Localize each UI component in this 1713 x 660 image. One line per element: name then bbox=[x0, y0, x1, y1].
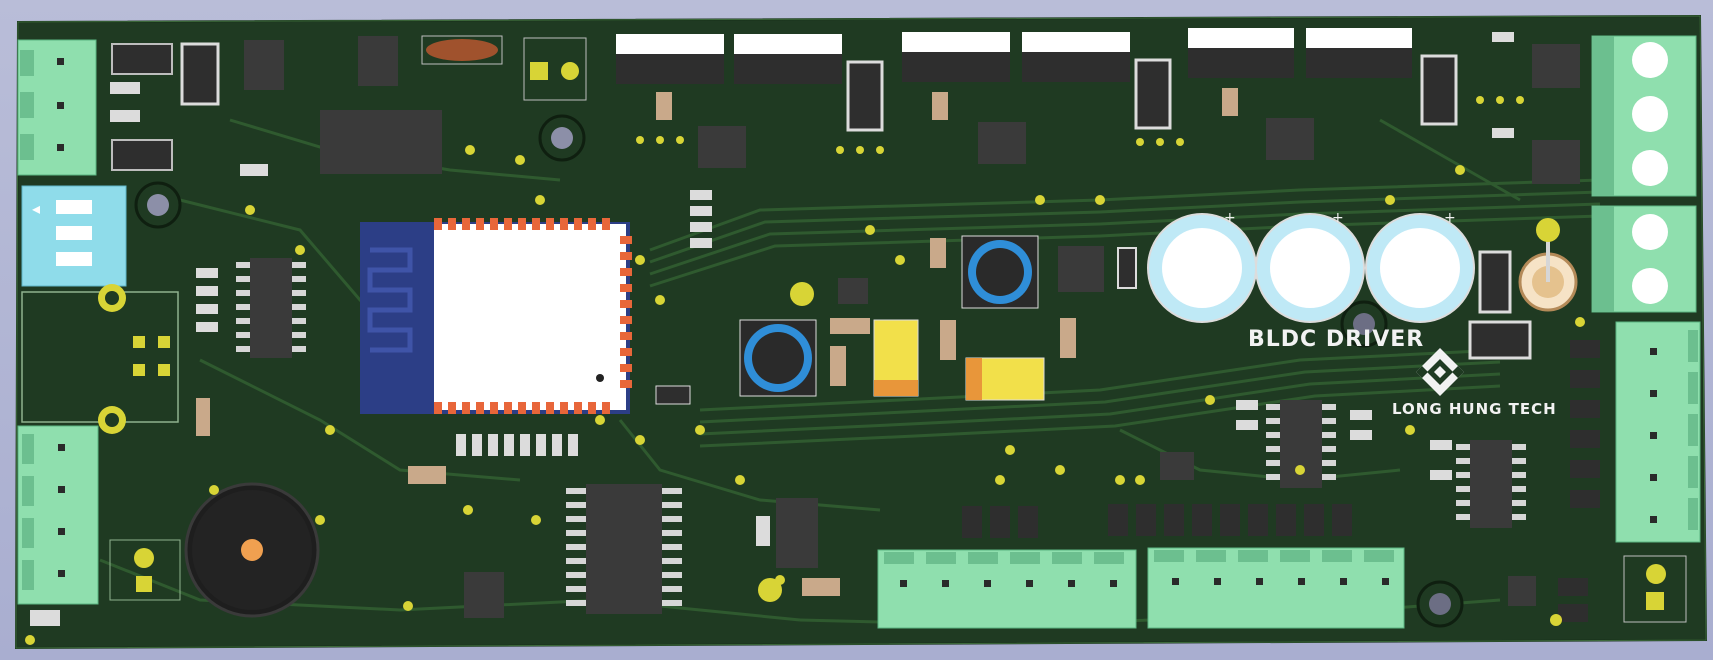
left-top-terminal-connector bbox=[17, 39, 97, 176]
buzzer bbox=[184, 482, 320, 618]
electrolytic-capacitors: + + + bbox=[1147, 210, 1475, 323]
left-header-pins bbox=[21, 284, 179, 434]
right-mid-screw-terminal bbox=[1591, 205, 1697, 313]
ic-right-soic bbox=[1456, 440, 1526, 528]
right-top-screw-terminal bbox=[1591, 35, 1697, 197]
bottom-left-jumper bbox=[30, 539, 181, 626]
left-bottom-terminal-connector bbox=[17, 425, 99, 605]
power-resistor bbox=[1478, 218, 1578, 314]
inductor-right bbox=[961, 235, 1039, 309]
ic-bottom-soic bbox=[566, 484, 682, 614]
bottom-pin-header-left bbox=[877, 549, 1137, 629]
smd-diodes bbox=[111, 42, 1532, 360]
vias bbox=[25, 96, 1585, 645]
right-pin-header-connector bbox=[1615, 321, 1701, 543]
small-ic-chips bbox=[244, 36, 1580, 618]
tantalum-capacitors bbox=[873, 319, 1045, 401]
plus-icon: + bbox=[1332, 210, 1344, 226]
crystal bbox=[421, 35, 503, 65]
mounting-holes bbox=[134, 114, 1464, 628]
top-jumper bbox=[523, 37, 587, 101]
mosfet-row bbox=[616, 28, 1412, 84]
inductor-left bbox=[739, 319, 817, 397]
dip-switch: ◂ bbox=[21, 185, 127, 287]
wifi-module bbox=[360, 218, 632, 414]
brand-name: LONG HUNG TECH bbox=[1392, 400, 1557, 418]
smd-transistor-row bbox=[962, 340, 1600, 622]
arrow-left-icon: ◂ bbox=[32, 199, 40, 218]
diamond-logo-icon bbox=[1416, 348, 1464, 396]
board-title: BLDC DRIVER bbox=[1248, 327, 1424, 352]
bottom-pin-header-right bbox=[1147, 547, 1405, 629]
right-bottom-jumper bbox=[1623, 555, 1687, 623]
plus-icon: + bbox=[1444, 210, 1456, 226]
plus-icon: + bbox=[1224, 210, 1236, 226]
ic-left-soic bbox=[236, 258, 306, 358]
smd-passives bbox=[110, 32, 1514, 596]
